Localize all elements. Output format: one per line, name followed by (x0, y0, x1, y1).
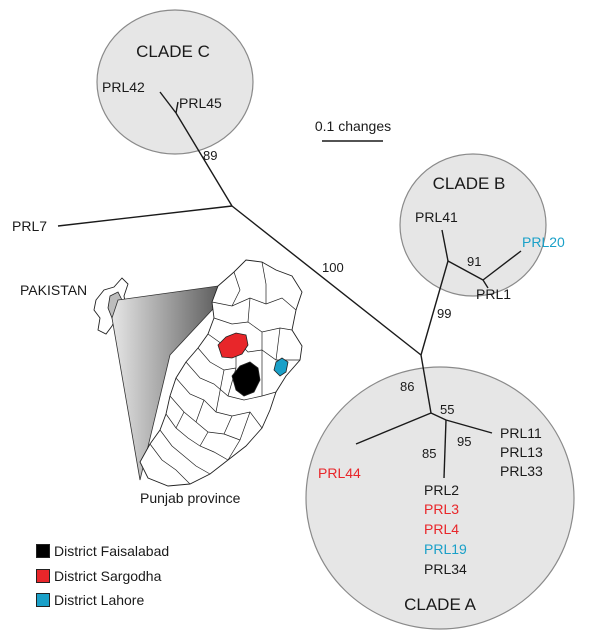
branch-prl41 (441, 229, 449, 262)
clade-a-circle (305, 366, 575, 630)
taxon-prl41: PRL41 (415, 209, 458, 225)
taxon-prl45: PRL45 (179, 95, 222, 111)
legend-swatch-sargodha (36, 569, 50, 583)
legend-item-sargodha: District Sargodha (36, 566, 161, 586)
taxon-prl11: PRL11 (500, 425, 542, 441)
district-sargodha (217, 332, 249, 359)
branch-prl7 (57, 205, 233, 227)
map-province-label: Punjab province (140, 490, 241, 506)
support-89: 89 (203, 148, 217, 163)
branch-prl1 (482, 279, 489, 289)
legend-label-lahore: District Lahore (54, 592, 145, 608)
map-country-label: PAKISTAN (20, 282, 87, 298)
taxon-prl4: PRL4 (424, 521, 459, 537)
branch-prl44 (355, 412, 432, 445)
taxon-prl13: PRL13 (500, 444, 543, 460)
taxon-prl19: PRL19 (424, 541, 467, 557)
support-85: 85 (422, 446, 436, 461)
support-91: 91 (467, 254, 481, 269)
branch-55 (430, 412, 447, 421)
legend-label-sargodha: District Sargodha (54, 568, 162, 584)
tree-branches (57, 91, 522, 479)
clade-b-label: CLADE B (433, 174, 506, 193)
branch-clade-a-stem (420, 354, 432, 414)
scale-label: 0.1 changes (315, 118, 391, 134)
legend-item-lahore: District Lahore (36, 590, 144, 610)
branch-backbone (231, 205, 422, 356)
taxon-prl3: PRL3 (424, 501, 459, 517)
taxon-prl33: PRL33 (500, 463, 543, 479)
branch-prl45 (175, 101, 179, 114)
branch-prl42 (159, 91, 177, 114)
pakistan-map-inset: PAKISTAN (20, 259, 303, 506)
district-lahore (273, 357, 289, 377)
legend-label-faisalabad: District Faisalabad (54, 543, 170, 559)
taxon-prl44: PRL44 (318, 465, 361, 481)
taxon-prl7: PRL7 (12, 218, 47, 234)
taxon-prl34: PRL34 (424, 561, 467, 577)
branch-clade-b-stem (420, 260, 449, 356)
branch-prl11-group (445, 419, 493, 434)
clade-c-circle (96, 9, 254, 155)
taxon-prl42: PRL42 (102, 79, 145, 95)
branch-prl20-prl1 (447, 260, 484, 281)
taxon-prl20: PRL20 (522, 234, 565, 250)
branch-prl20 (482, 250, 522, 281)
support-95: 95 (457, 434, 471, 449)
branch-clade-c-stem (175, 112, 233, 207)
taxon-prl2: PRL2 (424, 482, 459, 498)
legend-swatch-faisalabad (36, 544, 50, 558)
support-100: 100 (322, 260, 344, 275)
clade-a-label: CLADE A (404, 595, 476, 614)
district-faisalabad (231, 361, 261, 397)
support-86: 86 (400, 379, 414, 394)
clade-c-label: CLADE C (136, 42, 210, 61)
support-55: 55 (440, 402, 454, 417)
legend-item-faisalabad: District Faisalabad (36, 541, 169, 561)
taxon-prl1: PRL1 (476, 286, 511, 302)
branch-prl2-group (443, 419, 447, 479)
support-99: 99 (437, 306, 451, 321)
legend-swatch-lahore (36, 593, 50, 607)
